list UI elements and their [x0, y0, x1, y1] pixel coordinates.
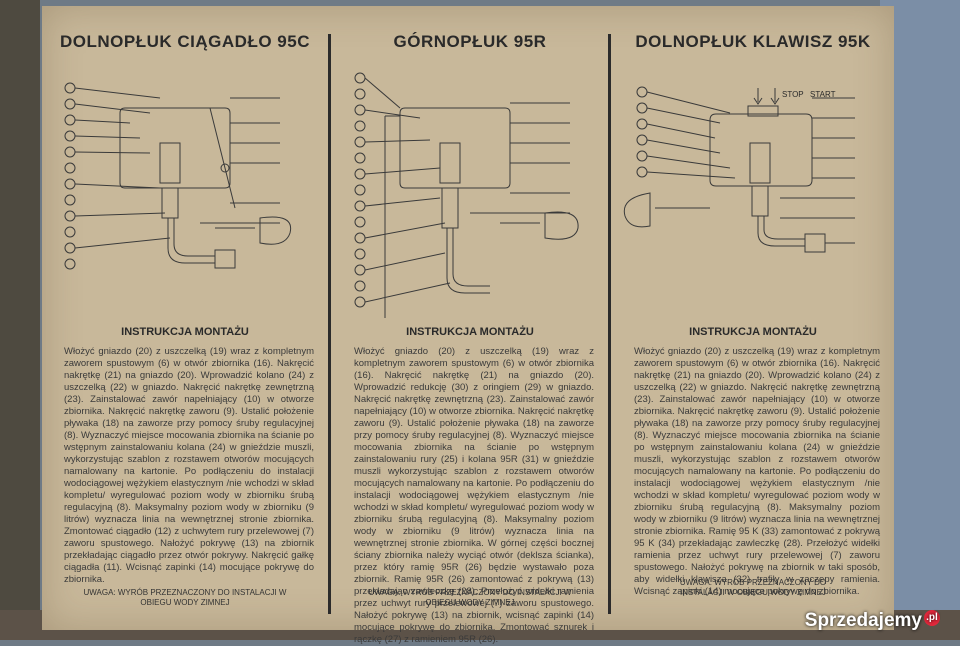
watermark-text: Sprzedajemy — [804, 610, 922, 631]
background-left — [0, 0, 40, 640]
start-label: START — [810, 90, 836, 99]
instructions-heading: INSTRUKCJA MONTAŻU — [689, 326, 817, 338]
cistern-diagram-95k — [623, 86, 855, 253]
cold-water-note: UWAGA: WYRÓB PRZEZNACZONY DO INSTALACJI … — [368, 588, 572, 607]
cold-water-note: UWAGA: WYRÓB PRZEZNACZONY DO INSTALACJI … — [679, 578, 827, 597]
cold-water-note: UWAGA: WYRÓB PRZEZNACZONY DO INSTALACJI … — [83, 588, 287, 607]
watermark-logo: Sprzedajemy.pl — [805, 610, 940, 632]
cistern-diagram-95r — [354, 72, 579, 318]
panel-95k: DOLNOPŁUK KLAWISZ 95K — [612, 6, 894, 626]
panel-title: DOLNOPŁUK CIĄGADŁO 95C — [60, 32, 310, 51]
cistern-diagram-95c — [64, 82, 292, 270]
panel-divider-1 — [328, 34, 331, 614]
panel-95c: DOLNOPŁUK CIĄGADŁO 95C — [42, 6, 328, 626]
panel-title: DOLNOPŁUK KLAWISZ 95K — [635, 32, 871, 51]
instructions-text: Włożyć gniazdo (20) z uszczelką (19) wra… — [634, 346, 880, 597]
cardboard-box: DOLNOPŁUK CIĄGADŁO 95C — [42, 6, 894, 645]
watermark-badge: .pl — [924, 610, 940, 626]
stop-label: STOP — [782, 90, 804, 99]
panel-title: GÓRNOPŁUK 95R — [393, 32, 547, 51]
panel-95r: GÓRNOPŁUK 95R — [332, 6, 608, 645]
panel-divider-2 — [608, 34, 611, 614]
instructions-heading: INSTRUKCJA MONTAŻU — [406, 326, 534, 338]
instructions-text: Włożyć gniazdo (20) z uszczelką (19) wra… — [64, 346, 314, 585]
instructions-heading: INSTRUKCJA MONTAŻU — [121, 326, 249, 338]
instructions-text: Włożyć gniazdo (20) z uszczelką (19) wra… — [354, 346, 594, 645]
